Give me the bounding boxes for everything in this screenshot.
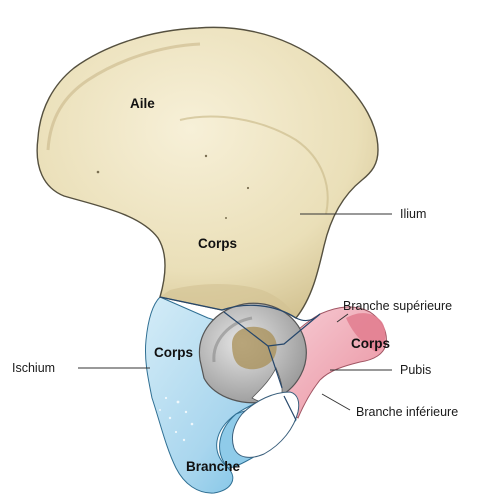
label-ilium: Ilium [400, 207, 426, 221]
leader-branche-inferieure [322, 394, 350, 410]
label-corps-ischium: Corps [154, 345, 193, 360]
label-branche-inferieure: Branche inférieure [356, 405, 458, 419]
label-aile: Aile [130, 96, 155, 111]
label-ischium: Ischium [12, 361, 55, 375]
ilium-region [37, 27, 378, 318]
label-branche: Branche [186, 459, 241, 474]
label-corps-pubis: Corps [351, 336, 390, 351]
acetabulum [199, 303, 306, 402]
label-pubis: Pubis [400, 363, 431, 377]
ilium-shape [37, 27, 378, 318]
label-corps-ilium: Corps [198, 236, 237, 251]
label-branche-superieure: Branche supérieure [343, 299, 452, 313]
